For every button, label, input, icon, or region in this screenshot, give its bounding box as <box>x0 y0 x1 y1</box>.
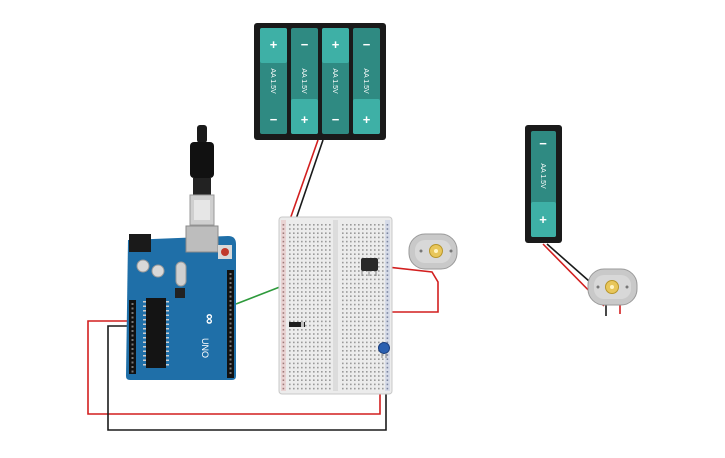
wire-battery-red[interactable] <box>287 139 319 226</box>
battery-cell-1: + − AA 1.5V <box>260 28 287 134</box>
battery-cell-top-symbol: − <box>363 37 371 52</box>
power-rail-left <box>281 220 286 391</box>
atmega-chip <box>146 298 166 368</box>
battery-cell-bottom-symbol: − <box>332 112 340 127</box>
arduino-uno[interactable]: ∞ UNO <box>126 225 236 380</box>
capacitor[interactable] <box>378 342 390 359</box>
breadboard-holes <box>282 224 389 390</box>
battery-cell-label: AA 1.5V <box>331 68 338 94</box>
wire-battery-black[interactable] <box>293 139 324 226</box>
battery-cell-bottom-symbol: + <box>363 112 371 127</box>
battery-single-aa[interactable]: − + AA 1.5V <box>525 125 562 243</box>
single-battery-top-symbol: − <box>539 136 547 151</box>
single-battery-bottom-symbol: + <box>539 212 547 227</box>
battery-cell-top-symbol: − <box>301 37 309 52</box>
dc-motor-1[interactable] <box>408 233 458 270</box>
center-channel <box>333 220 338 391</box>
usb-cable[interactable] <box>189 125 215 226</box>
battery-cell-top-symbol: + <box>270 37 278 52</box>
single-battery-label: AA 1.5V <box>539 163 546 189</box>
arduino-model-label: UNO <box>200 338 210 358</box>
dc-motor-2[interactable] <box>587 268 638 306</box>
battery-cell-4: − + AA 1.5V <box>353 28 380 134</box>
battery-cells: + − AA 1.5V − + AA 1.5V + − AA 1.5V − + AA 1.5V <box>260 28 380 134</box>
power-analog-header <box>129 300 136 374</box>
battery-cell-label: AA 1.5V <box>300 68 307 94</box>
arduino-logo: ∞ <box>201 314 218 325</box>
breadboard[interactable] <box>278 216 393 395</box>
wire-arduino-5v-red[interactable] <box>87 320 381 415</box>
battery-cell-label: AA 1.5V <box>269 68 276 94</box>
battery-cell-bottom-symbol: + <box>301 112 309 127</box>
battery-cell-2: − + AA 1.5V <box>291 28 318 134</box>
battery-cell-3: + − AA 1.5V <box>322 28 349 134</box>
diode[interactable] <box>289 322 305 327</box>
transistor[interactable] <box>361 258 378 276</box>
power-rail-right <box>385 220 390 391</box>
battery-cell-label: AA 1.5V <box>362 68 369 94</box>
battery-pack-4aa[interactable]: + − AA 1.5V − + AA 1.5V + − AA 1.5V − + AA 1.5V <box>254 23 386 140</box>
wire-arduino-gnd-black[interactable] <box>107 325 387 431</box>
battery-cell-bottom-symbol: − <box>270 112 278 127</box>
battery-cell-top-symbol: + <box>332 37 340 52</box>
